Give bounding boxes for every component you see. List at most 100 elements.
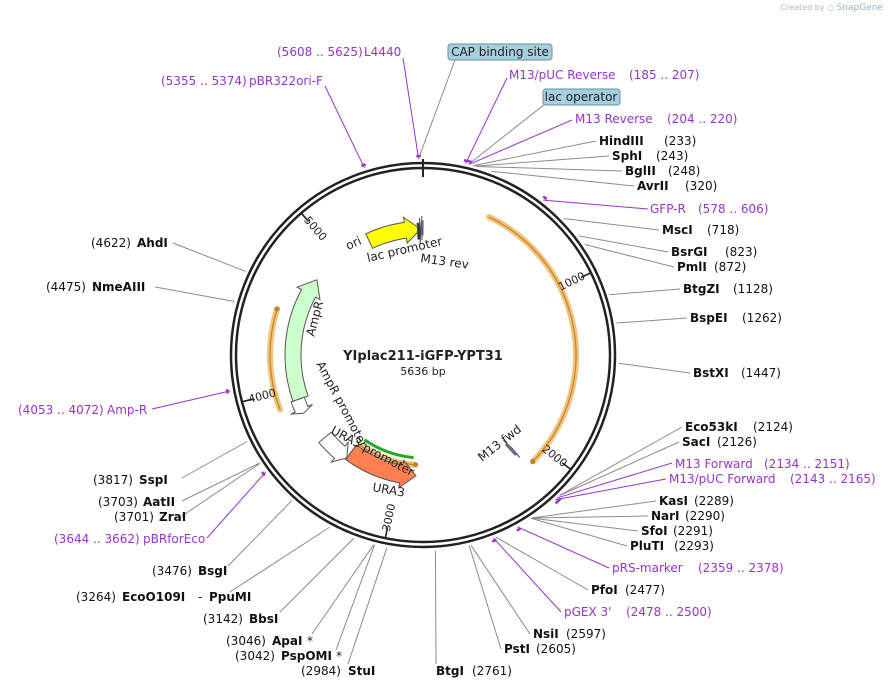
connector-primer-m13-forward (556, 462, 673, 499)
primer-name-gfp-r: GFP-R (650, 202, 686, 216)
enzyme-name-bspei: BspEI (690, 311, 728, 325)
connector-enzyme-kasi (531, 500, 657, 519)
connector-enzyme-aatii (181, 462, 260, 502)
enzyme-name-zrai: ZraI (159, 510, 186, 524)
primer-sites (225, 154, 562, 543)
enzyme-pos-ahdi: (4622) (91, 236, 131, 250)
enzyme-pos-nari: (2290) (685, 509, 725, 523)
plasmid-size: 5636 bp (400, 365, 445, 378)
primer-name-m13-puc-forward: M13/pUC Forward (669, 472, 776, 486)
connector-primer-l4440 (402, 57, 420, 160)
enzyme-pos-nsii: (2597) (566, 627, 606, 641)
primer-site-pbr322ori-f (361, 163, 367, 167)
enzyme-name-bglii: BglII (625, 164, 656, 178)
lac-operator-text: lac operator (545, 90, 618, 104)
orf-band-0 (485, 213, 579, 465)
enzyme-name-sphi: SphI (612, 149, 642, 163)
enzyme-pos-kasi: (2289) (694, 494, 734, 508)
cap-binding-site-label: CAP binding site (447, 43, 553, 61)
connector-primer-pbrforeco (206, 471, 267, 539)
enzyme-pos-ecoo109i: (3264) (76, 590, 116, 604)
tick-3000 (384, 527, 389, 538)
connector-primer-m13-reverse (468, 119, 573, 165)
connector-lac-operator (468, 103, 546, 165)
connector-enzyme-bspei (616, 317, 688, 324)
orf-arcs (267, 213, 579, 468)
enzyme-pos-psti: (2605) (536, 642, 576, 656)
enzyme-name-sfoi: SfoI (641, 524, 668, 538)
feature-arrow-m13-rev (420, 215, 424, 241)
enzyme-name-nari: NarI (651, 509, 680, 523)
enzyme-name-pfoi: PfoI (591, 583, 618, 597)
orf-line-1 (269, 308, 281, 410)
feature-arrow-lac-promoter (416, 217, 422, 245)
primer-name-m13-puc-reverse: M13/pUC Reverse (509, 68, 616, 82)
connector-primer-m13-puc-reverse (465, 77, 508, 164)
tick-label-5000: 5000 (301, 214, 329, 244)
primer-site-m13-puc-forward (554, 499, 560, 505)
primer-range-gfp-r: (578 .. 606) (698, 202, 768, 216)
primer-site-prs-marker (516, 527, 522, 532)
enzyme-name-pmli: PmlI (677, 260, 707, 274)
feature-label-ura3: URA3 (371, 480, 405, 499)
tick-2000 (561, 462, 571, 470)
connector-enzyme-ecoo109i (229, 526, 330, 593)
primer-range-pgex-3: (2478 .. 2500) (626, 605, 712, 619)
orf-arrowhead-0 (530, 459, 536, 465)
tick-5000 (301, 213, 310, 222)
primer-site-pbrforeco (261, 471, 266, 477)
feature-arrows (284, 215, 521, 489)
connector-cap-binding-site (417, 59, 456, 160)
tick-label-1000: 1000 (556, 269, 587, 293)
credit-brand: SnapGene (836, 3, 883, 13)
cap-binding-site-box (447, 43, 553, 61)
label-connector-lines (151, 57, 691, 665)
primer-range-m13-puc-reverse: (185 .. 207) (629, 68, 699, 82)
enzyme-pos-pmli: (872) (714, 260, 746, 274)
enzyme-name-bsgi: BsgI (198, 564, 227, 578)
connector-enzyme-pfoi (495, 536, 589, 591)
tick-label-3000: 3000 (380, 502, 398, 532)
enzyme-name-bbsi: BbsI (249, 612, 278, 626)
primer-range-l4440: (5608 .. 5625) (277, 45, 363, 59)
enzyme-pos-bstxi: (1447) (741, 366, 781, 380)
lac-operator-box (542, 88, 621, 106)
enzyme-pos-sphi: (243) (656, 149, 688, 163)
enzyme-pos-hindiii: (233) (664, 134, 696, 148)
connector-primer-amp-r (151, 390, 231, 410)
primer-name-pbrforeco: pBRforEco (143, 532, 205, 546)
credit-prefix: Created by (780, 3, 825, 12)
connector-enzyme-zrai (181, 463, 261, 517)
connector-enzyme-btgzi (609, 288, 681, 296)
enzyme-pos-avrii: (320) (685, 179, 717, 193)
enzyme-name-btgi: BtgI (436, 664, 464, 678)
connector-enzyme-bstxi (618, 362, 691, 374)
primer-range-pbrforeco: (3644 .. 3662) (54, 532, 140, 546)
connector-enzyme-nmeaiii (154, 286, 235, 302)
connector-enzyme-sphi (475, 155, 610, 167)
primer-range-amp-r: (4053 .. 4072) (18, 403, 104, 417)
orf-line-2 (360, 445, 416, 466)
connector-enzyme-sfoi (531, 517, 639, 532)
connector-enzyme-bsrgi (578, 235, 669, 253)
primer-site-amp-r (225, 388, 230, 394)
enzyme-name-saci: SacI (682, 435, 710, 449)
enzyme-pos-bglii: (248) (668, 164, 700, 178)
enzyme-name-ppumi: PpuMI (209, 590, 251, 604)
enzyme-pos-sfoi: (2291) (673, 524, 713, 538)
primer-site-gfp-r (542, 195, 548, 201)
connector-primer-pbr322ori-f (324, 85, 365, 169)
enzyme-star-pspomi: * (336, 649, 342, 663)
primer-name-m13-forward: M13 Forward (675, 457, 753, 471)
enzyme-name-aatii: AatII (143, 495, 175, 509)
connector-enzyme-psti (468, 545, 502, 650)
enzyme-name-ecoo109i: EcoO109I (122, 590, 185, 604)
feature-arrow-ampr (284, 279, 321, 402)
enzyme-pos-pluti: (2293) (674, 539, 714, 553)
enzyme-pos-stui: (2984) (301, 664, 341, 678)
connector-enzyme-eco53ki (559, 426, 683, 496)
primer-name-pbr322ori-f: pBR322ori-F (249, 74, 323, 88)
connector-primer-pgex-3 (492, 537, 562, 613)
cap-binding-site-text: CAP binding site (451, 45, 549, 59)
enzyme-pos-bspei: (1262) (742, 311, 782, 325)
